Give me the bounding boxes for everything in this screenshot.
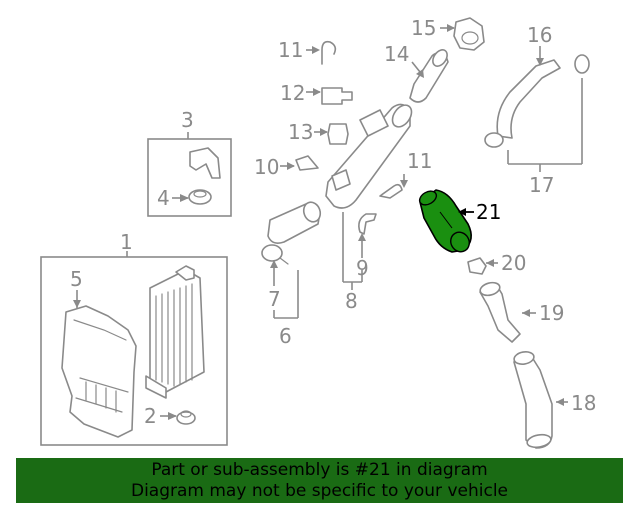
banner-line-2: Diagram may not be specific to your vehi…	[130, 481, 508, 501]
arrow-9	[358, 233, 366, 241]
leader-14	[411, 61, 421, 73]
arrow-18	[556, 398, 564, 406]
callout-2[interactable]: 2	[144, 404, 157, 428]
assembly-1-box	[40, 256, 228, 446]
part-12-sensor[interactable]	[321, 87, 353, 105]
part-4-grommet-hole	[193, 190, 207, 198]
part-3-bracket[interactable]	[189, 147, 221, 179]
callout-16[interactable]: 16	[527, 23, 552, 47]
callout-13[interactable]: 13	[288, 120, 313, 144]
callout-21[interactable]: 21	[476, 200, 501, 224]
callout-18[interactable]: 18	[571, 391, 596, 415]
assembly-3-box	[147, 138, 232, 217]
arrow-19	[522, 309, 530, 317]
callout-4[interactable]: 4	[157, 186, 170, 210]
banner-line-1: Part or sub-assembly is #21 in diagram	[151, 460, 488, 480]
part-16-hose[interactable]	[496, 59, 561, 139]
arrow-13	[320, 128, 328, 136]
callout-19[interactable]: 19	[539, 301, 564, 325]
callout-12[interactable]: 12	[280, 81, 305, 105]
part-7-clamp[interactable]	[261, 244, 283, 262]
arrow-5	[73, 300, 81, 308]
part-15-valve[interactable]	[453, 17, 485, 51]
part-21-hose[interactable]	[417, 188, 473, 255]
arrow-12	[313, 88, 321, 96]
callout-8[interactable]: 8	[345, 289, 358, 313]
callout-3[interactable]: 3	[181, 108, 194, 132]
part-11-clip-upper[interactable]	[321, 40, 337, 65]
arrow-21	[458, 208, 466, 216]
callout-11b[interactable]: 11	[407, 149, 432, 173]
callout-10[interactable]: 10	[254, 155, 279, 179]
arrow-4	[180, 194, 189, 202]
part-2-mount[interactable]	[176, 411, 196, 425]
part-17-clamp-right[interactable]	[574, 54, 590, 74]
part-20-clip[interactable]	[467, 257, 487, 275]
part-10-bracket[interactable]	[295, 155, 319, 171]
part-11-clip-lower[interactable]	[379, 183, 403, 199]
callout-6[interactable]: 6	[279, 324, 292, 348]
part-6-hose[interactable]	[267, 200, 323, 244]
callout-14[interactable]: 14	[384, 42, 409, 66]
arrow-10	[287, 162, 295, 170]
arrow-16	[536, 58, 544, 66]
part-8-charge-pipe[interactable]	[325, 102, 415, 209]
part-9-hose[interactable]	[358, 213, 377, 235]
callout-7[interactable]: 7	[268, 287, 281, 311]
info-banner: Part or sub-assembly is #21 in diagram D…	[16, 458, 623, 503]
callout-9[interactable]: 9	[356, 256, 369, 280]
intercooler-core[interactable]	[145, 265, 205, 399]
arrow-14	[416, 69, 424, 78]
callout-1[interactable]: 1	[120, 230, 133, 254]
arrow-2	[168, 412, 177, 420]
part-19-hose[interactable]	[479, 281, 521, 343]
part-5-air-guide[interactable]	[61, 305, 137, 438]
arrow-11a	[312, 46, 320, 54]
callout-11a[interactable]: 11	[278, 38, 303, 62]
part-14-elbow[interactable]	[409, 47, 450, 103]
arrow-7	[270, 260, 278, 268]
callout-5[interactable]: 5	[70, 267, 83, 291]
arrow-15	[447, 24, 455, 32]
arrow-20	[486, 259, 494, 267]
callout-20[interactable]: 20	[501, 251, 526, 275]
arrow-11b	[400, 180, 408, 188]
part-18-pipe[interactable]	[513, 350, 553, 449]
callout-17[interactable]: 17	[529, 173, 554, 197]
callout-15[interactable]: 15	[411, 16, 436, 40]
part-17-clamp-left[interactable]	[484, 132, 504, 148]
part-13-sensor[interactable]	[327, 123, 349, 145]
part-2-mount-top	[180, 410, 192, 418]
part-7-clamp-tab	[279, 257, 289, 265]
